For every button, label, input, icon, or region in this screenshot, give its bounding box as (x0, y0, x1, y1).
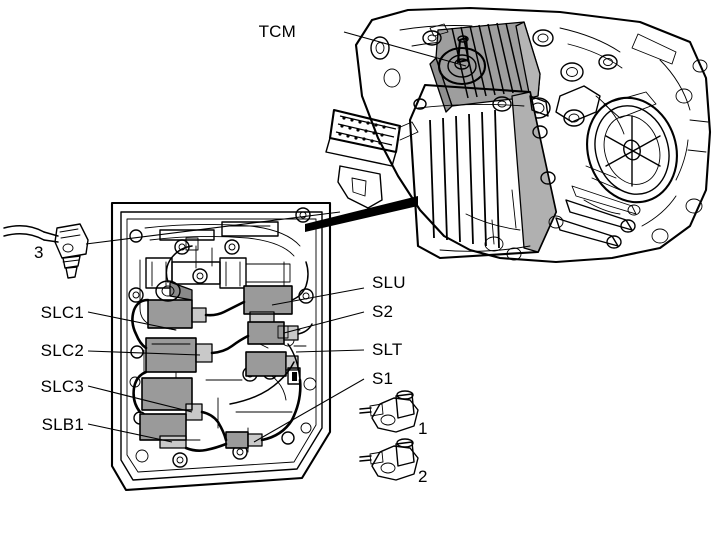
bell-housing (586, 96, 678, 204)
label-slt: SLT (372, 340, 403, 359)
connector-pins (338, 116, 386, 145)
leader-lines (85, 31, 467, 443)
label-tcm: TCM (259, 22, 296, 41)
output-tubes (555, 185, 641, 249)
valve-body-inner-edge (120, 211, 323, 481)
leader-s2 (283, 311, 365, 334)
label-slu: SLU (372, 273, 406, 292)
sensor-3-thread (62, 255, 81, 269)
label-callout-2: 2 (418, 467, 427, 486)
valve-body-plate (110, 201, 332, 492)
tcm-module (422, 21, 541, 113)
label-slb1: SLB1 (42, 415, 84, 434)
sensor-1-boss (395, 393, 415, 419)
leader-tcm (343, 31, 467, 67)
transaxle-case-outline (354, 6, 712, 264)
label-callout-1: 1 (418, 419, 427, 438)
valve-body-assembly (110, 201, 332, 492)
sensor-2-boss (395, 441, 415, 467)
leader-slc3 (87, 385, 193, 413)
leader-s1 (253, 378, 365, 443)
leader-slc2 (87, 350, 201, 356)
wiring-harness (131, 245, 313, 452)
solenoid-s1 (225, 431, 263, 449)
sensor-2 (359, 438, 419, 481)
solenoid-slb1-tab (159, 435, 187, 449)
leader-slu (271, 287, 365, 306)
sensor-3-body (54, 223, 89, 259)
solenoid-s1-tab (247, 433, 263, 447)
solenoid-slu (243, 285, 293, 325)
sensor-2-body (371, 445, 419, 481)
label-s1: S1 (372, 369, 393, 388)
label-callout-3: 3 (34, 243, 43, 262)
oil-pan (408, 83, 564, 261)
label-slc3: SLC3 (41, 377, 84, 396)
oil-pan-ribs (429, 109, 500, 249)
solenoid-slc1-tab (191, 307, 207, 323)
solenoid-slc2-tab (195, 343, 213, 363)
valve-body-pointer-wedge (305, 196, 418, 232)
transaxle-assembly (325, 6, 712, 264)
solenoid-slc3-tab (185, 403, 203, 421)
leader-slc1 (87, 311, 177, 331)
label-slc1: SLC1 (41, 303, 84, 322)
tcm-boss (437, 46, 487, 86)
leader-3 (85, 211, 341, 245)
sensor-3 (3, 223, 89, 279)
valve-bore-assembly (145, 257, 291, 289)
leader-slb1 (87, 423, 173, 443)
leader-slt (295, 349, 365, 353)
label-s2: S2 (372, 302, 393, 321)
solenoid-slc1 (147, 280, 207, 329)
sensor-1 (359, 390, 419, 433)
solenoid-slt (245, 351, 299, 377)
transaxle-connector (325, 108, 419, 209)
case-struts (555, 33, 677, 191)
sensor-1-body (371, 397, 419, 433)
solenoid-slc2 (145, 337, 213, 373)
label-slc2: SLC2 (41, 341, 84, 360)
tcm-stud (456, 36, 470, 64)
solenoid-s2 (247, 321, 299, 345)
